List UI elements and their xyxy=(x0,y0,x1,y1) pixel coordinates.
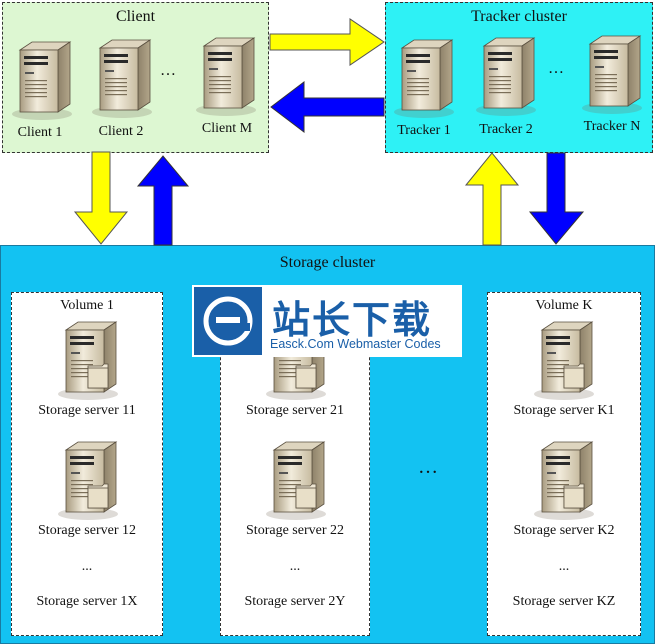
client-ellipsis: … xyxy=(160,62,176,79)
volume-1-ellipsis: ... xyxy=(81,559,93,574)
tracker-ellipsis: … xyxy=(548,60,564,77)
tracker-to-client-arrow xyxy=(270,80,385,134)
client-title: Client xyxy=(115,8,156,25)
volume-k-ellipsis: ... xyxy=(558,559,570,574)
storage-server-22-label: Storage server 22 xyxy=(246,523,344,538)
client-2-label: Client 2 xyxy=(98,124,144,139)
volume-2-ellipsis: ... xyxy=(289,559,301,574)
watermark-english-text: Easck.Com Webmaster Codes xyxy=(270,337,441,351)
storage-server-2y-label: Storage server 2Y xyxy=(244,594,346,609)
storage-server-12-label: Storage server 12 xyxy=(38,523,136,538)
client-to-tracker-arrow xyxy=(269,18,385,66)
watermark-logo: 站长下载 Easck.Com Webmaster Codes xyxy=(192,285,462,357)
volume-1-title: Volume 1 xyxy=(60,298,114,313)
storage-to-client-arrow xyxy=(136,155,190,246)
e-logo-icon xyxy=(194,287,262,355)
storage-server-11-label: Storage server 11 xyxy=(38,403,136,418)
tracker-1-label: Tracker 1 xyxy=(397,123,451,138)
volumes-ellipsis: … xyxy=(418,456,438,478)
client-to-storage-arrow xyxy=(73,151,129,245)
storage-to-tracker-arrow xyxy=(464,152,520,246)
client-m-label: Client M xyxy=(201,121,253,136)
tracker-cluster-title: Tracker cluster xyxy=(471,8,567,25)
client-1-label: Client 1 xyxy=(17,125,63,140)
tracker-2-label: Tracker 2 xyxy=(479,122,533,137)
watermark-chinese-text: 站长下载 xyxy=(272,298,433,342)
storage-server-21-label: Storage server 21 xyxy=(246,403,344,418)
storage-server-1x-label: Storage server 1X xyxy=(36,594,138,609)
volume-k-title: Volume K xyxy=(535,298,593,313)
tracker-n-label: Tracker N xyxy=(583,119,641,134)
storage-server-k1-label: Storage server K1 xyxy=(513,403,615,418)
storage-server-k2-label: Storage server K2 xyxy=(513,523,615,538)
tracker-to-storage-arrow xyxy=(528,152,585,245)
storage-cluster-title: Storage cluster xyxy=(279,254,376,271)
storage-server-kz-label: Storage server KZ xyxy=(512,594,616,609)
